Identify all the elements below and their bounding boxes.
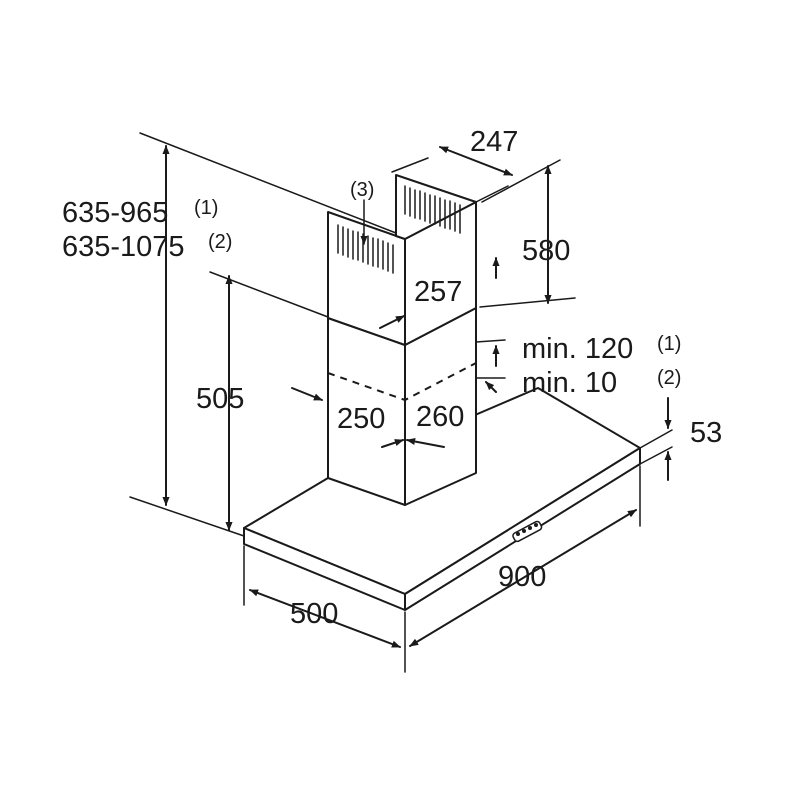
- label-900: 900: [498, 561, 546, 593]
- label-247: 247: [470, 126, 518, 158]
- label-note-1-a: (1): [194, 197, 218, 219]
- overlap-dashed-line: [327, 362, 477, 402]
- dim-247-line: [439, 146, 513, 176]
- dim-250-arrow: [291, 387, 323, 401]
- dimension-lines: [162, 145, 672, 648]
- label-257: 257: [414, 276, 462, 308]
- vent-grille-left: [337, 224, 394, 274]
- label-clearance-1: min. 120: [522, 333, 633, 365]
- label-260: 260: [416, 401, 464, 433]
- dim-260-arrow-right: [406, 437, 445, 448]
- label-note-2-b: (2): [657, 367, 681, 389]
- lower-chimney: [327, 307, 477, 506]
- extension-lines: [129, 132, 673, 673]
- label-note-2-a: (2): [208, 231, 232, 253]
- dim-257-arrow-bottom: [379, 315, 405, 329]
- label-note-3: (3): [350, 179, 374, 201]
- label-500: 500: [290, 598, 338, 630]
- upper-chimney: [327, 174, 477, 346]
- dim-clearance-arrow-bottom: [485, 381, 497, 393]
- dim-500-line: [249, 589, 401, 648]
- label-total-height-1: 635-965: [62, 197, 168, 229]
- label-total-height-2: 635-1075: [62, 231, 185, 263]
- vent-grille-right: [404, 185, 461, 234]
- label-clearance-2: min. 10: [522, 367, 617, 399]
- upper-chimney-back: [395, 174, 477, 240]
- dim-260-arrow-left: [381, 439, 404, 448]
- label-580: 580: [522, 235, 570, 267]
- label-250: 250: [337, 403, 385, 435]
- dimension-labels: 247 580 257 635-965 (1) 635-1075 (2) (3)…: [62, 126, 722, 630]
- label-note-1-b: (1): [657, 333, 681, 355]
- label-53: 53: [690, 417, 722, 449]
- dim-900-line: [409, 509, 637, 647]
- label-505: 505: [196, 383, 244, 415]
